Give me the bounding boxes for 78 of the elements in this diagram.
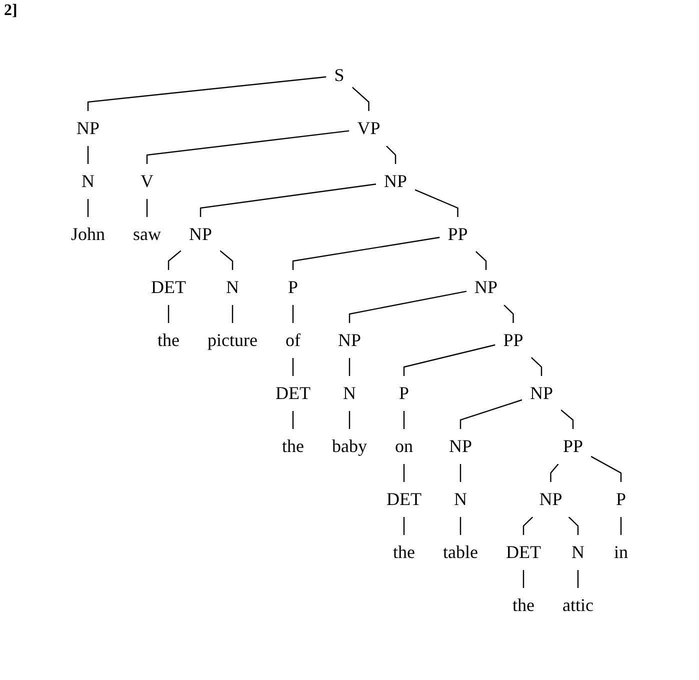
connector [348, 410, 350, 428]
node-text: on [395, 435, 414, 456]
node-text: PP [503, 329, 524, 350]
connector [146, 198, 148, 216]
connector [348, 290, 467, 322]
node-text: DET [506, 541, 541, 562]
node-text: the [512, 594, 534, 614]
node-text: NP [539, 488, 562, 508]
node-text: the [282, 435, 304, 456]
node-text: attic [562, 594, 594, 614]
node-text: picture [208, 329, 258, 350]
connector [352, 86, 370, 110]
node-text: NP [189, 223, 212, 244]
connector [348, 358, 350, 376]
node-text: NP [384, 170, 408, 190]
connector [232, 304, 234, 322]
node-text: DET [151, 276, 186, 296]
connector [460, 464, 462, 482]
connector [460, 516, 462, 534]
node-text: N [454, 488, 467, 508]
connector [460, 398, 522, 428]
node-text: the [393, 541, 416, 562]
node-text: VP [357, 118, 380, 138]
node-text: S [334, 64, 344, 84]
connector [568, 516, 579, 534]
connector [292, 236, 440, 270]
node-text: DET [386, 488, 422, 508]
node-text: P [616, 488, 626, 508]
node-text: the [158, 329, 180, 350]
connector [560, 408, 574, 428]
node-text: P [288, 276, 298, 296]
connector [403, 344, 496, 376]
connector [292, 304, 294, 322]
node-text: NP [530, 382, 553, 402]
node-text: V [140, 170, 154, 190]
node-text: saw [133, 223, 162, 244]
connector [220, 250, 234, 270]
node-text: NP [448, 435, 472, 456]
node-text: N [343, 382, 356, 402]
node-text: N [82, 170, 95, 190]
node-text: P [399, 382, 410, 402]
node-text: NP [76, 118, 100, 138]
connector [522, 569, 524, 588]
connector [504, 304, 514, 322]
connector [590, 455, 622, 482]
connector [87, 76, 326, 110]
connector [292, 358, 294, 376]
connector [87, 146, 89, 164]
node-text: NP [338, 329, 362, 350]
node-text: N [571, 541, 584, 562]
connector [620, 516, 622, 534]
connector [386, 145, 396, 164]
connector [550, 463, 559, 482]
connector [292, 410, 294, 428]
node-text: PP [448, 223, 468, 244]
node-text: N [226, 276, 240, 296]
connector [475, 250, 487, 270]
node-text: baby [332, 435, 368, 456]
connector [414, 188, 458, 216]
connector [403, 410, 405, 428]
connector [168, 250, 182, 270]
node-text: of [286, 329, 301, 350]
connector [522, 516, 534, 534]
connector [403, 516, 405, 534]
node-text: NP [474, 276, 498, 296]
connector [530, 356, 542, 376]
node-text: table [443, 541, 478, 562]
node-text: PP [562, 435, 584, 456]
node-text: in [614, 541, 628, 562]
node-text: DET [276, 382, 311, 402]
connector [87, 198, 89, 216]
connector [200, 183, 376, 216]
node-text: John [71, 223, 106, 244]
connector [146, 130, 350, 164]
figure-number: 2] [4, 2, 18, 19]
connector [168, 304, 170, 322]
connector [577, 569, 579, 588]
connector [403, 464, 405, 482]
